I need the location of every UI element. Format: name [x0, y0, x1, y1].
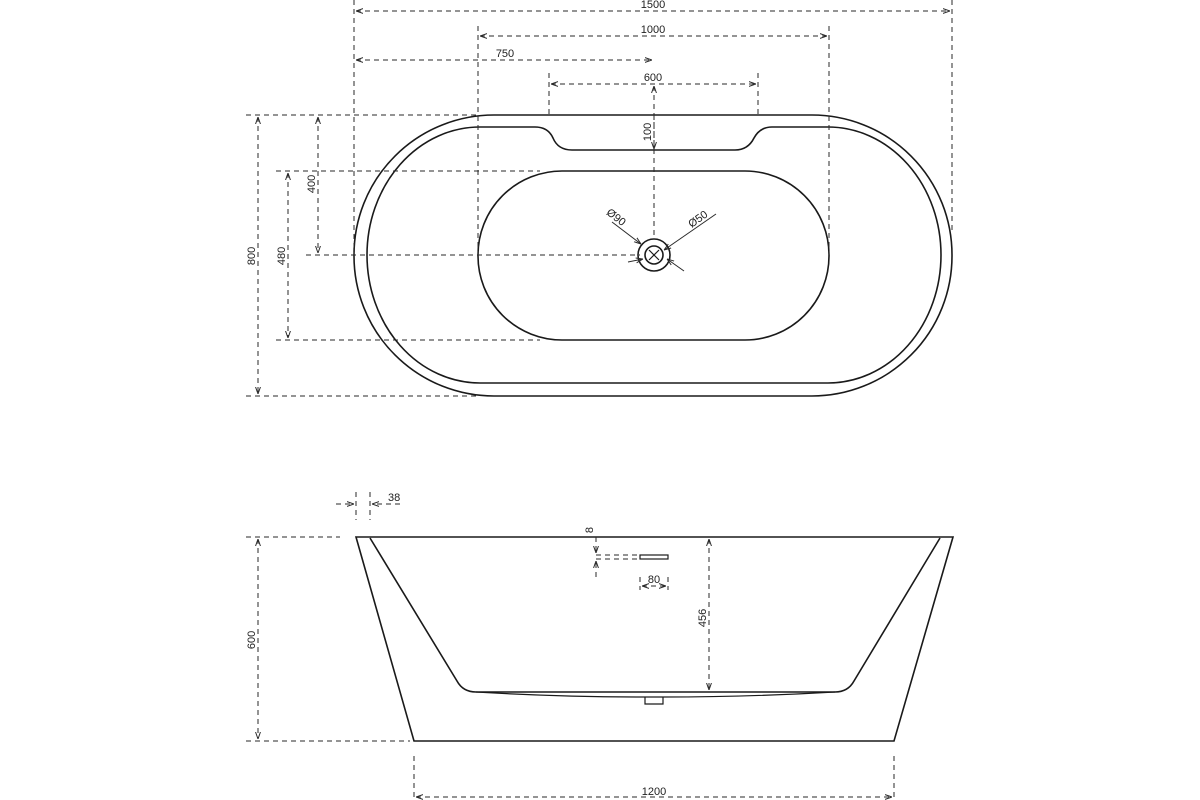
drain-outlet	[644, 697, 664, 705]
tub-side-inner	[369, 537, 941, 693]
tub-side-outer	[354, 536, 955, 742]
dim-overflow-depth: 100	[642, 123, 654, 141]
dim-inner-width: 480	[276, 247, 288, 265]
side-view: 38 8 80 456 600 1200	[246, 492, 955, 800]
dim-overflow-span: 600	[644, 72, 662, 84]
top-view: 1500 1000 750 600 100 400 480 800	[246, 0, 953, 397]
overflow-slot	[639, 554, 669, 560]
drain-outer-circle	[637, 238, 671, 272]
dim-rim-thickness: 38	[388, 492, 400, 504]
dim-overflow-gap: 8	[584, 527, 596, 533]
dim-drain-inner: Ø50	[686, 209, 710, 231]
dim-drain-offset: 400	[306, 175, 318, 193]
dim-overall-height: 600	[246, 631, 258, 649]
dim-inner-span: 1000	[641, 24, 665, 36]
dim-overall-length: 1500	[641, 0, 665, 11]
dim-base-length: 1200	[642, 786, 666, 798]
tub-inner-rim	[366, 126, 942, 384]
dim-inner-depth: 456	[697, 609, 709, 627]
dim-center-offset: 750	[496, 48, 514, 60]
dim-overall-width: 800	[246, 247, 258, 265]
dim-overflow-length: 80	[648, 574, 660, 586]
drain-inner-circle	[644, 245, 664, 265]
